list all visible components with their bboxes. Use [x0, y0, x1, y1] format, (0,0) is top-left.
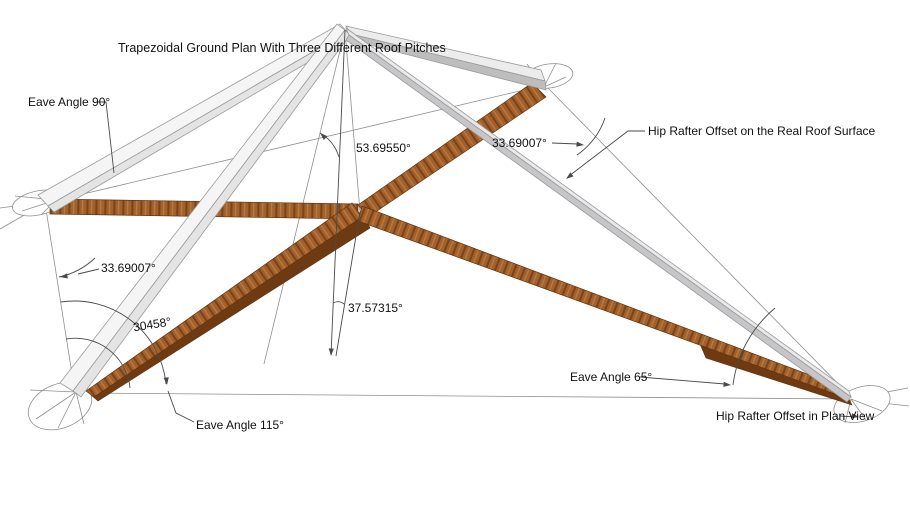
right-eave-line: [544, 84, 854, 400]
arc-37: [332, 301, 345, 305]
arc-eave-115-outer: [60, 300, 167, 385]
apex-to-center-line: [344, 29, 361, 213]
label-angle-30458: 30458°: [132, 315, 172, 335]
surface-hip-beam: [345, 26, 852, 403]
center-dimension-line: [335, 211, 361, 357]
label-eave-angle-115: Eave Angle 115°: [196, 418, 284, 432]
arc-eave-115-inner: [65, 337, 131, 389]
arrow-hip-offset-plan: [851, 413, 859, 419]
arc-eave-65: [732, 307, 776, 386]
leader-33-upper: [551, 142, 579, 145]
leader-eave-65: [639, 376, 726, 385]
bottom-eave-line: [74, 392, 854, 400]
annotations: Trapezoidal Ground Plan With Three Diffe…: [28, 41, 876, 432]
label-angle-53: 53.69550°: [356, 141, 411, 155]
label-angle-33-left: 33.69007°: [101, 261, 156, 275]
leader-33-left: [77, 268, 100, 275]
roof-surface-line: [263, 29, 346, 365]
leader-eave-90: [97, 101, 115, 174]
arrowheads: [60, 133, 859, 419]
white-hip-beams: [37, 23, 352, 398]
arrow-33-left: [60, 273, 68, 279]
drawing-title: Trapezoidal Ground Plan With Three Diffe…: [118, 41, 446, 55]
corner-pads: [12, 62, 891, 431]
label-hip-offset-roof: Hip Rafter Offset on the Real Roof Surfa…: [648, 124, 876, 138]
left-eave-line: [44, 202, 76, 394]
arrow-eave-65: [723, 381, 731, 387]
top-eave-line: [44, 84, 546, 204]
leader-hip-offset-roof: [568, 130, 645, 177]
arrow-eave-115: [163, 377, 169, 385]
plumb-dimension-line: [330, 29, 346, 356]
bottom-left-pad-fan: [29, 389, 85, 429]
leader-eave-115: [167, 390, 195, 423]
arrow-53: [320, 133, 328, 140]
arc-33-upper: [576, 117, 606, 156]
surface-hip-side-face: [345, 34, 852, 403]
dimension-graphics: [58, 29, 856, 423]
arrow-33-upper: [576, 141, 584, 147]
label-hip-offset-plan: Hip Rafter Offset in Plan View: [716, 409, 875, 423]
label-eave-angle-90: Eave Angle 90°: [28, 95, 110, 109]
label-eave-angle-65: Eave Angle 65°: [570, 370, 652, 384]
label-angle-37: 37.57315°: [348, 301, 403, 315]
arrow-37-down: [328, 348, 334, 356]
label-angle-33-upper: 33.69007°: [492, 136, 547, 150]
arrow-hip-offset-roof: [566, 172, 574, 179]
